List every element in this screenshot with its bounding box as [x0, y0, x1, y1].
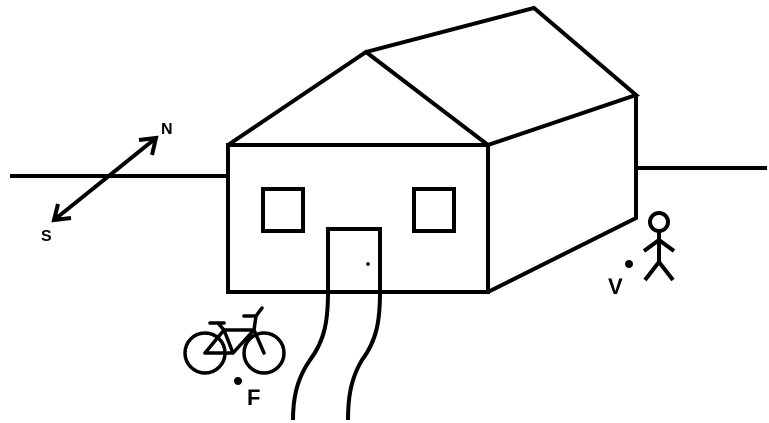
path-right-edge — [346, 291, 382, 421]
house-gable — [226, 49, 490, 147]
house-side-wall — [487, 95, 638, 294]
door — [326, 227, 382, 292]
person-head — [648, 211, 670, 233]
window-right — [412, 187, 456, 233]
compass-arrowhead-south — [51, 203, 72, 223]
point-f-label: F — [247, 385, 260, 410]
point-v-label: V — [608, 274, 623, 299]
bicycle-icon — [183, 306, 286, 375]
bicycle-stem — [252, 314, 258, 332]
bicycle-seat-tube — [222, 328, 235, 355]
bicycle-handlebar — [242, 306, 264, 318]
point-f-dot — [234, 377, 242, 385]
compass-arrowhead-north — [138, 135, 159, 156]
path-left-edge — [291, 291, 330, 421]
door-knob — [366, 262, 370, 266]
house-front-wall — [226, 143, 490, 294]
compass-south-label: S — [41, 228, 52, 245]
window-left — [261, 187, 305, 233]
bicycle-fork — [252, 328, 266, 355]
compass-north-label: N — [161, 121, 173, 138]
person-legs — [643, 258, 675, 282]
compass-arrow-shaft — [52, 136, 158, 222]
house-roof-side — [365, 5, 640, 147]
bicycle-front-wheel — [242, 331, 286, 375]
person-arms — [642, 237, 676, 253]
point-v-dot — [625, 260, 633, 268]
